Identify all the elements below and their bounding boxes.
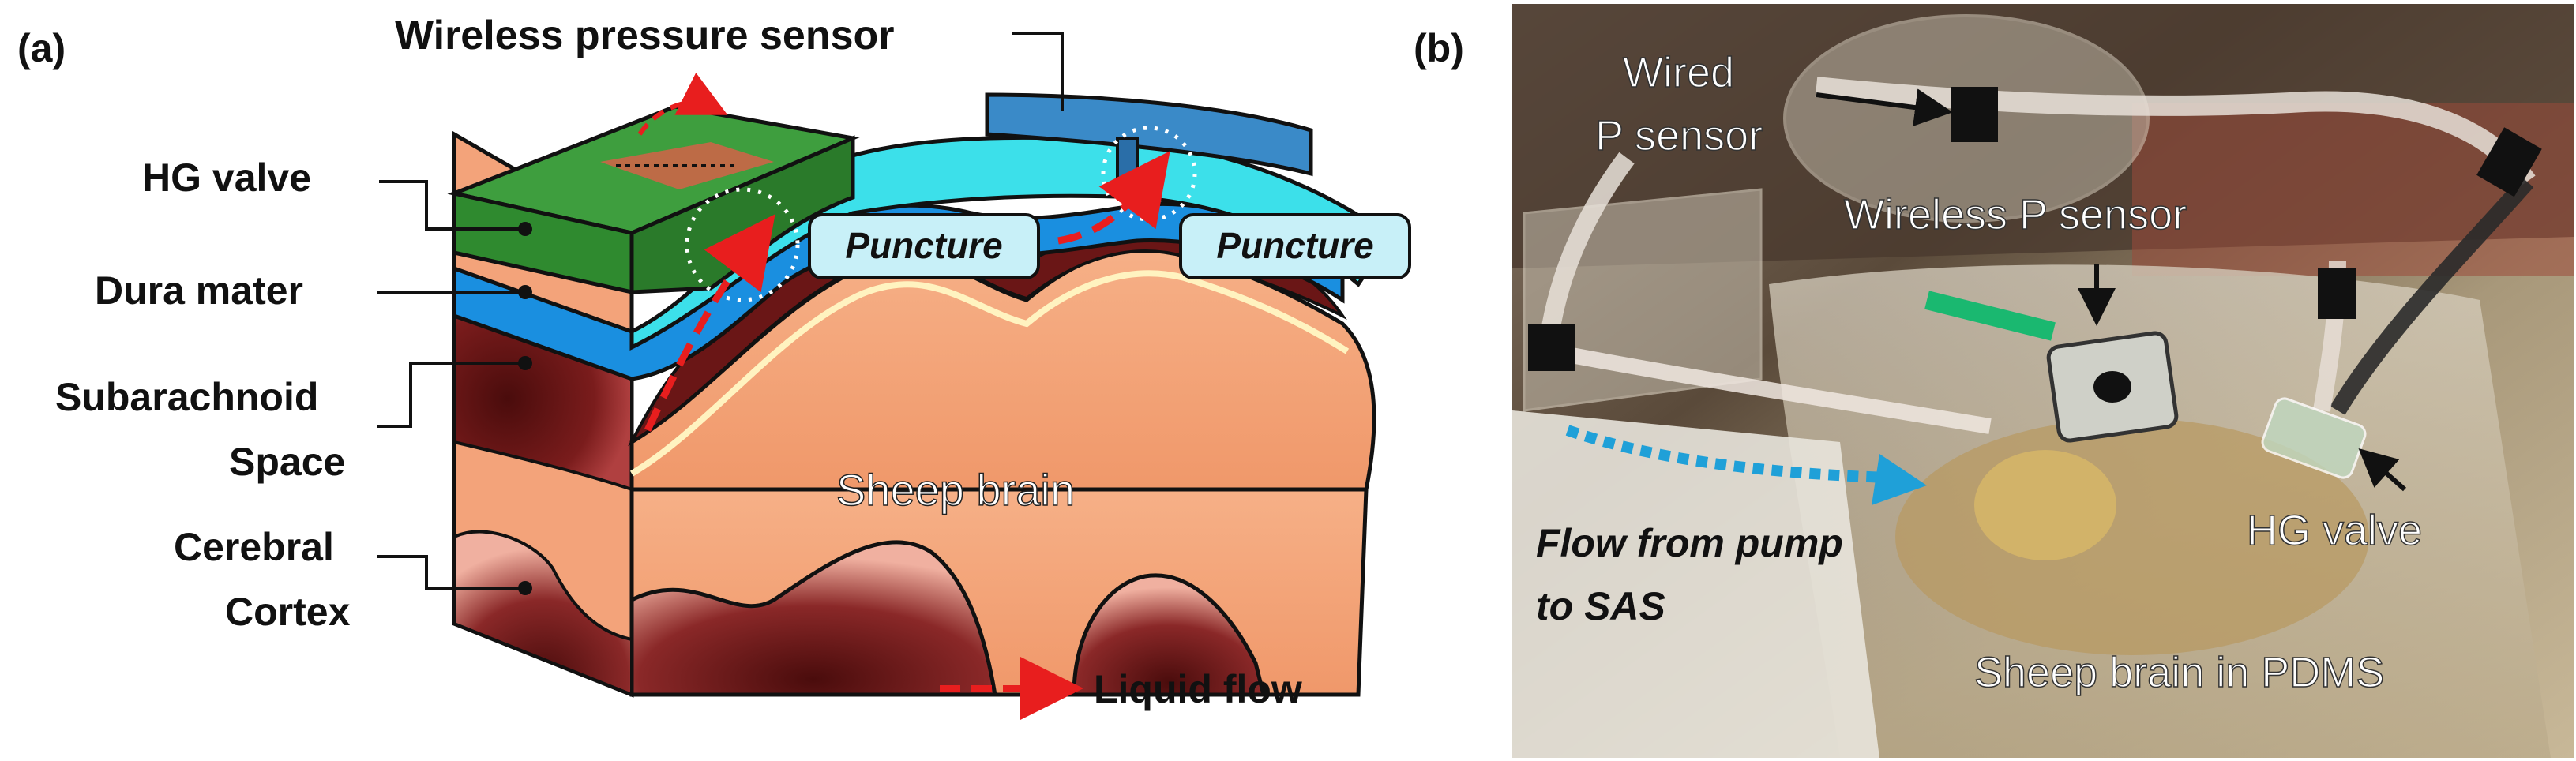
dura-mater-label: Dura mater xyxy=(95,268,303,313)
flow-arrow-pump xyxy=(1565,425,1888,483)
puncture-left-label: Puncture xyxy=(845,225,1002,266)
wireless-sensor-core xyxy=(2093,371,2131,403)
pia-line xyxy=(629,270,1350,477)
legend-liquid-flow: Liquid flow xyxy=(940,657,1302,720)
puncture-callout-right: Puncture xyxy=(1179,213,1411,279)
puncture-circle-right xyxy=(1101,126,1197,222)
wireless-sensor-label: Wireless P sensor xyxy=(1844,191,2187,238)
wired-sensor-label-2: P sensor xyxy=(1595,112,1763,159)
sas-leader xyxy=(377,362,525,428)
panel-a: (a) xyxy=(17,13,1411,720)
tube-left xyxy=(1538,152,1635,349)
arrow-hg-valve xyxy=(2358,448,2406,492)
connector-right xyxy=(2476,127,2542,197)
cortex-dot xyxy=(518,581,532,595)
connector-valve xyxy=(2318,268,2356,319)
puncture-circle-left xyxy=(685,187,800,302)
sheep-brain-label: Sheep brain xyxy=(836,465,1075,515)
flow-arrow-main xyxy=(644,214,775,432)
green-tube xyxy=(1924,291,2056,341)
connector-left xyxy=(1528,324,1575,371)
wired-sensor-connector xyxy=(1951,87,1998,142)
puncture-right-label: Puncture xyxy=(1216,225,1373,266)
flow-arrow-pump-head xyxy=(1872,454,1927,505)
wireless-sensor-title: Wireless pressure sensor xyxy=(395,13,895,58)
subarachnoid-label-2: Space xyxy=(229,440,345,484)
cortex-label-1: Cerebral xyxy=(174,525,334,569)
dura-dot xyxy=(518,285,532,299)
cortex-leader xyxy=(377,555,525,590)
white-base xyxy=(1512,410,1879,758)
legend-label: Liquid flow xyxy=(1094,667,1302,711)
photo-red-box xyxy=(2132,103,2574,276)
tube-right xyxy=(2330,175,2534,415)
hg-valve-label: HG valve xyxy=(142,156,311,200)
panel-b: (b) xyxy=(1414,4,2574,758)
hg-valve-photo-label: HG valve xyxy=(2247,507,2422,554)
panel-b-label: (b) xyxy=(1414,26,1464,70)
hg-valve-device xyxy=(2261,397,2367,479)
pdms-label: Sheep brain in PDMS xyxy=(1974,649,2384,696)
hg-valve-leader xyxy=(379,180,525,231)
flow-label-2: to SAS xyxy=(1536,584,1665,628)
wired-sensor-label-1: Wired xyxy=(1623,49,1734,96)
cortex-lobe-left xyxy=(629,540,997,697)
wireless-sensor-body xyxy=(985,92,1313,177)
arrow-wired-sensor xyxy=(1816,88,1953,126)
flow-arrow-valve xyxy=(637,73,728,136)
cortex-left-side xyxy=(452,530,633,697)
hg-valve-dot xyxy=(518,222,532,236)
panel-a-label: (a) xyxy=(17,26,66,70)
puncture-callout-left: Puncture xyxy=(808,213,1040,279)
flow-label-1: Flow from pump xyxy=(1536,521,1843,565)
subarachnoid-label-1: Subarachnoid xyxy=(55,375,318,419)
flow-arrow-sensor xyxy=(1057,151,1170,245)
brain-tissue-spot xyxy=(1974,450,2116,560)
sensor-leader-line xyxy=(1012,32,1064,111)
sas-dot xyxy=(518,356,532,370)
cortex-label-2: Cortex xyxy=(225,590,351,634)
wireless-sensor-pin xyxy=(1116,137,1139,183)
tube-lower xyxy=(1570,347,1992,434)
cortex-lobe-right xyxy=(1072,573,1267,697)
